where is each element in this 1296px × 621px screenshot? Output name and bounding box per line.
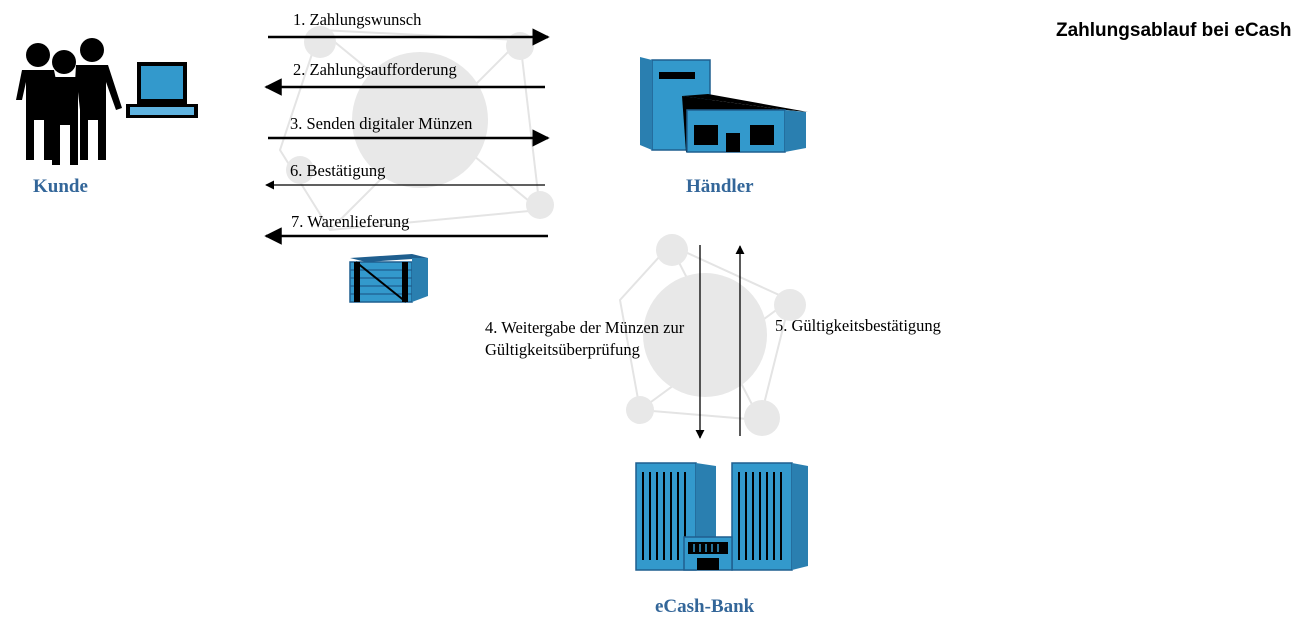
diagram-title: Zahlungsablauf bei eCash — [1056, 20, 1292, 41]
step-6-label: 6. Bestätigung — [290, 161, 386, 180]
computer-icon — [126, 62, 198, 118]
merchant-label: Händler — [686, 176, 754, 197]
bank-label: eCash-Bank — [655, 596, 755, 617]
step-1-label: 1. Zahlungswunsch — [293, 10, 422, 29]
step-4-label: 4. Weitergabe der Münzen zur Gültigkeits… — [485, 318, 685, 359]
step-7-label: 7. Warenlieferung — [291, 212, 410, 231]
step-3-label: 3. Senden digitaler Münzen — [290, 114, 473, 133]
step-5-label: 5. Gültigkeitsbestätigung — [775, 316, 941, 335]
customer-label: Kunde — [33, 176, 88, 197]
step-2-label: 2. Zahlungsaufforderung — [293, 60, 457, 79]
